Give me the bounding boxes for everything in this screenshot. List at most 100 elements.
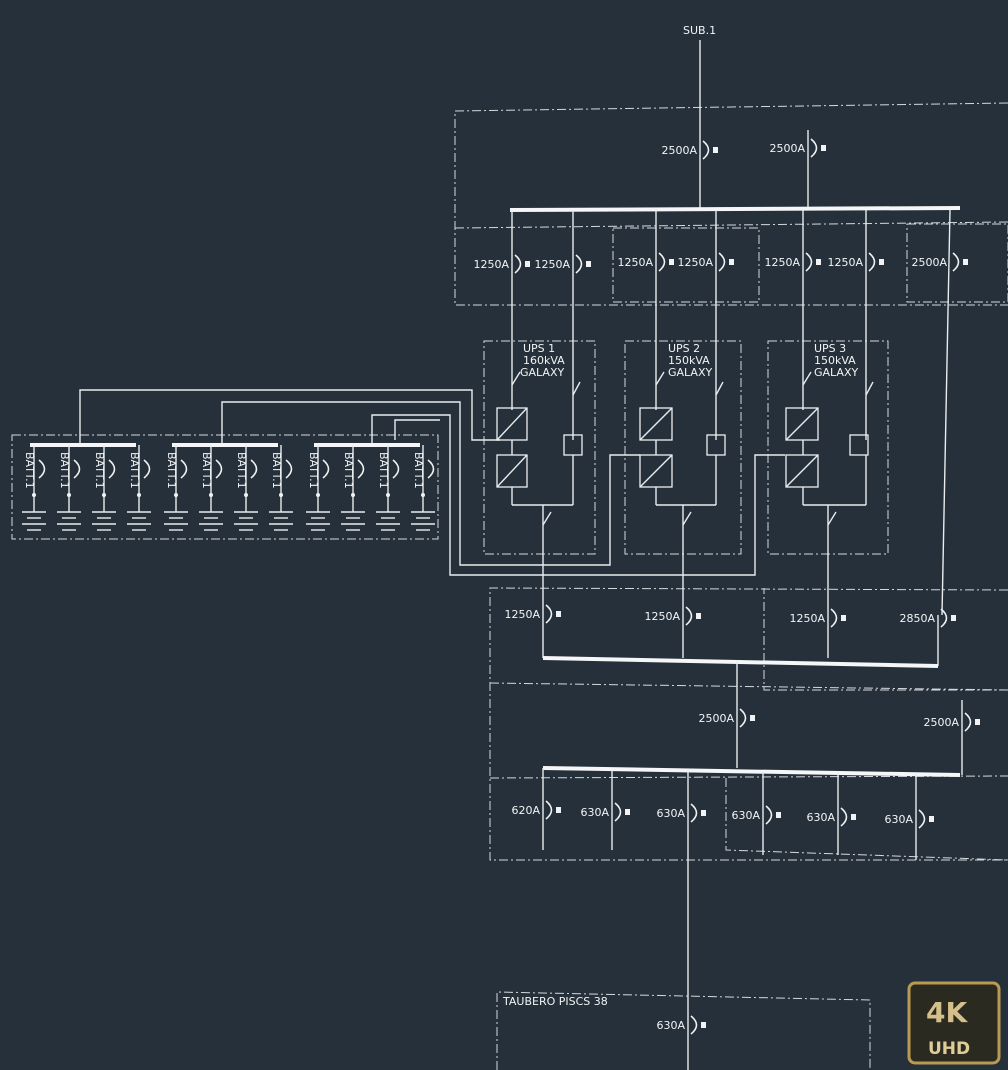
breaker-rating: 2500A	[698, 712, 734, 725]
output-busbar	[542, 656, 939, 668]
breaker-rating: 1250A	[617, 256, 653, 269]
breaker-symbol	[805, 252, 813, 272]
breaker-symbol	[840, 807, 848, 827]
ups-1-rating: 160kVA	[523, 354, 565, 367]
battery-unit: BATT.1	[341, 445, 365, 531]
breaker-symbol	[690, 1015, 698, 1035]
breaker-rating: 1250A	[644, 610, 680, 623]
breaker-symbol	[868, 252, 876, 272]
breaker-contact	[625, 809, 630, 815]
battery-unit: BATT.1	[92, 445, 116, 531]
breaker-contact	[696, 613, 701, 619]
breaker-rating: 630A	[884, 813, 913, 826]
breaker-rating: 1250A	[677, 256, 713, 269]
sub-panel-title: TAUBERO PISCS 38	[502, 995, 608, 1008]
ups-output-breaker: 1250A	[504, 604, 561, 624]
breaker-symbol	[575, 254, 583, 274]
breaker-contact	[750, 715, 755, 721]
battery-label: BATT.1	[270, 452, 283, 489]
battery-label: BATT.1	[377, 452, 390, 489]
breaker-symbol	[702, 140, 710, 160]
breaker-rating: 2850A	[899, 612, 935, 625]
breaker-symbol	[658, 252, 666, 272]
breaker-rating: 2500A	[769, 142, 805, 155]
breaker-symbol	[964, 712, 972, 732]
breaker-symbol	[952, 252, 960, 272]
breaker-contact	[729, 259, 734, 265]
badge-4k: 4K	[926, 996, 968, 1029]
breaker-contact	[975, 719, 980, 725]
ups-2-name: UPS 2	[668, 342, 700, 355]
feeder-breaker: 630A	[580, 802, 630, 822]
breaker-symbol	[514, 254, 522, 274]
breaker-rating: 1250A	[504, 608, 540, 621]
battery-unit: BATT.1	[411, 445, 435, 531]
conductors	[79, 40, 963, 1070]
battery-unit: BATT.1	[164, 445, 188, 531]
battery-unit: BATT.1	[22, 445, 46, 531]
output-incomer-breaker: 2500A	[923, 712, 980, 732]
breaker-symbol	[614, 802, 622, 822]
ups-input-breaker: 1250A	[617, 252, 674, 272]
sub-panel-enclosure	[496, 991, 871, 1070]
battery-label: BATT.1	[342, 452, 355, 489]
breaker-contact	[556, 611, 561, 617]
breaker-symbol	[718, 252, 726, 272]
breaker-symbol	[765, 805, 773, 825]
breaker-rating: 620A	[511, 804, 540, 817]
breaker-rating: 2500A	[661, 144, 697, 157]
breaker-contact	[951, 615, 956, 621]
feeder-breaker: 630A	[884, 809, 934, 829]
breaker-contact	[586, 261, 591, 267]
badge-uhd: UHD	[928, 1039, 970, 1059]
breaker-rating: 630A	[656, 1019, 685, 1032]
bypass-input-breaker: 2500A	[911, 252, 968, 272]
battery-label: BATT.1	[307, 452, 320, 489]
battery-unit: BATT.1	[57, 445, 81, 531]
breaker-contact	[525, 261, 530, 267]
breaker-symbol	[685, 606, 693, 626]
battery-label: BATT.1	[58, 452, 71, 489]
battery-label: BATT.1	[165, 452, 178, 489]
breaker-rating: 1250A	[534, 258, 570, 271]
breaker-contact	[841, 615, 846, 621]
breaker-rating: 2500A	[911, 256, 947, 269]
ups-input-breaker: 1250A	[677, 252, 734, 272]
breaker-contact	[929, 816, 934, 822]
breaker-contact	[851, 814, 856, 820]
incomer-breaker: 2500A	[769, 138, 826, 158]
uhd-badge: 4K UHD	[907, 981, 1001, 1065]
breaker-rating: 1250A	[764, 256, 800, 269]
ups-2-brand: GALAXY	[668, 366, 712, 379]
breaker-contact	[701, 810, 706, 816]
feeder-breaker: 630A	[731, 805, 781, 825]
battery-label: BATT.1	[412, 452, 425, 489]
battery-unit: BATT.1	[376, 445, 400, 531]
distribution-busbar	[542, 766, 961, 777]
breaker-symbol	[739, 708, 747, 728]
breaker-symbol	[810, 138, 818, 158]
ups-3-name: UPS 3	[814, 342, 846, 355]
ups-input-breaker: 1250A	[534, 254, 591, 274]
ups-internals	[496, 371, 874, 526]
incomer-breaker: 2500A	[661, 140, 718, 160]
battery-unit: BATT.1	[306, 445, 330, 531]
source-label: SUB.1	[683, 24, 716, 37]
ups-1-brand: GALAXY	[520, 366, 564, 379]
battery-label: BATT.1	[23, 452, 36, 489]
breaker-rating: 630A	[580, 806, 609, 819]
breaker-rating: 630A	[806, 811, 835, 824]
ups-3-label: UPS 3 150kVA GALAXY	[814, 342, 858, 379]
bypass-output-breaker: 2850A	[899, 608, 956, 628]
battery-unit: BATT.1	[234, 445, 258, 531]
breaker-contact	[713, 147, 718, 153]
breaker-contact	[879, 259, 884, 265]
ups-3-brand: GALAXY	[814, 366, 858, 379]
breaker-rating: 1250A	[789, 612, 825, 625]
feeder-breaker: 620A	[511, 800, 561, 820]
breaker-symbol	[940, 608, 948, 628]
ups-2-rating: 150kVA	[668, 354, 710, 367]
ups-input-breaker: 1250A	[827, 252, 884, 272]
breaker-rating: 630A	[731, 809, 760, 822]
